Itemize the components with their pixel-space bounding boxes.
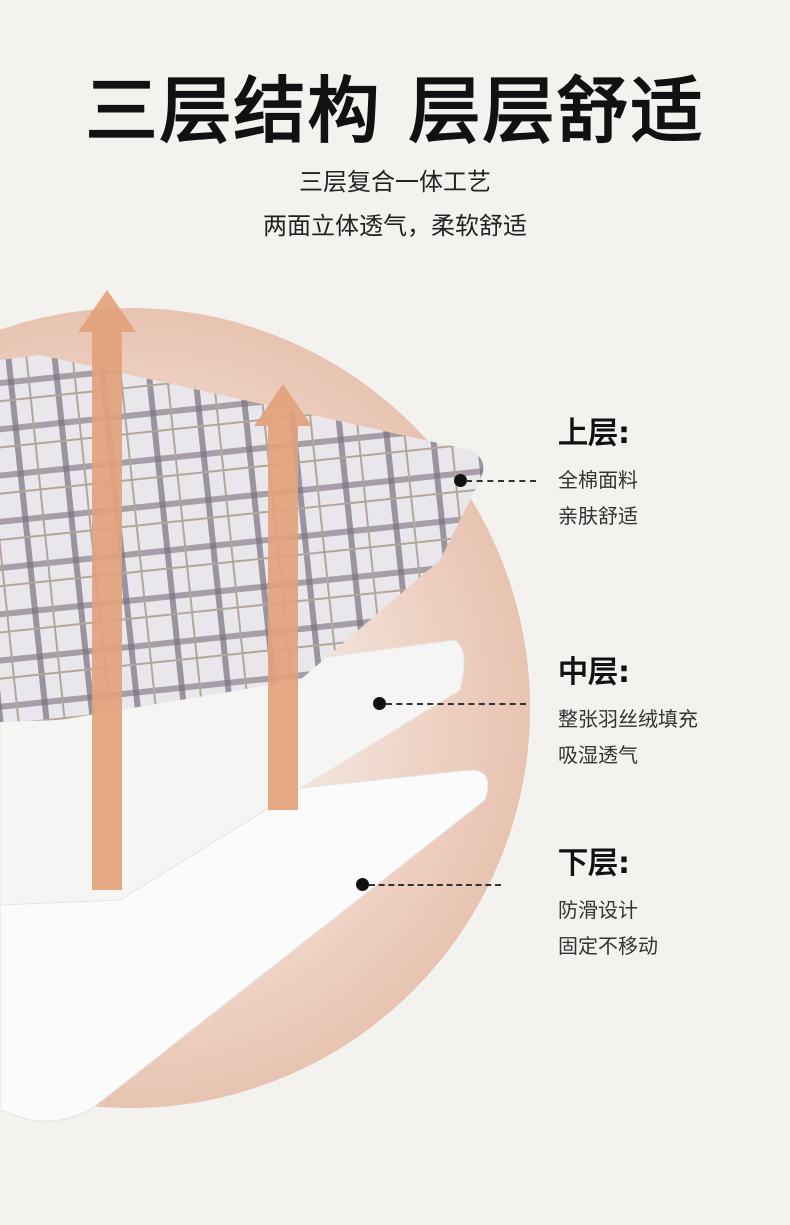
layer-desc: 吸湿透气	[558, 743, 638, 767]
page-title: 三层结构 层层舒适	[85, 69, 705, 153]
layer-desc: 固定不移动	[558, 934, 658, 958]
arrow-right	[254, 384, 312, 810]
arrow-left	[78, 290, 136, 890]
layer-heading: 下层:	[558, 846, 630, 881]
bottom-layer-marker	[356, 878, 369, 891]
top-layer-leader	[466, 480, 536, 482]
middle-layer-marker	[373, 697, 386, 710]
layer-desc: 防滑设计	[558, 898, 638, 922]
layer-desc: 全棉面料	[558, 468, 638, 492]
subtitle-line-2: 两面立体透气，柔软舒适	[263, 212, 527, 240]
layer-desc: 整张羽丝绒填充	[558, 707, 698, 731]
middle-layer-label: 中层: 整张羽丝绒填充吸湿透气	[558, 647, 778, 773]
layer-desc: 亲肤舒适	[558, 504, 638, 528]
middle-layer-leader	[386, 703, 526, 705]
layer-heading: 上层:	[558, 416, 630, 451]
subtitle-line-1: 三层复合一体工艺	[299, 168, 491, 196]
top-layer-marker	[454, 474, 467, 487]
layer-heading: 中层:	[558, 655, 630, 690]
top-layer-label: 上层: 全棉面料亲肤舒适	[558, 408, 778, 534]
bottom-layer-label: 下层: 防滑设计固定不移动	[558, 838, 778, 964]
bottom-layer-leader	[369, 884, 501, 886]
